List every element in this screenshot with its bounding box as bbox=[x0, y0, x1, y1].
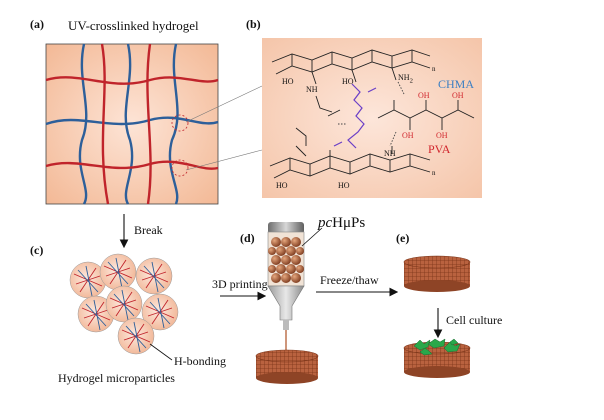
nozzle bbox=[267, 285, 305, 321]
oh-label-2: OH bbox=[452, 91, 464, 100]
nh-label-bottom: NH bbox=[384, 149, 396, 158]
microparticle bbox=[69, 261, 107, 299]
microparticle bbox=[77, 295, 115, 333]
panel-c-letter: (c) bbox=[30, 243, 44, 257]
chma-label: CHMA bbox=[438, 77, 475, 91]
panel-a-title: UV-crosslinked hydrogel bbox=[68, 18, 199, 33]
nozzle-tip bbox=[283, 320, 289, 330]
ho-label-top: HO bbox=[282, 77, 294, 86]
ho-label-top-2: HO bbox=[342, 77, 354, 86]
ho-label-bottom-2: HO bbox=[338, 181, 350, 190]
syringe-cap bbox=[268, 222, 304, 234]
panel-e-scaffold bbox=[403, 255, 471, 292]
molecular-structure-background bbox=[262, 38, 482, 198]
panel-a bbox=[45, 43, 263, 205]
cell-culture-label: Cell culture bbox=[446, 313, 503, 327]
panel-c-microparticles bbox=[69, 253, 179, 361]
nh-label-top: NH bbox=[306, 85, 318, 94]
oh-label-4: OH bbox=[436, 131, 448, 140]
chma-chain-bottom bbox=[269, 127, 431, 179]
microparticle bbox=[117, 317, 155, 355]
methacrylate-crosslink bbox=[333, 83, 377, 149]
hydrogel-beads bbox=[268, 237, 304, 283]
pva-label: PVA bbox=[428, 142, 451, 156]
printed-scaffold bbox=[255, 349, 319, 384]
panel-b-letter: (b) bbox=[246, 17, 261, 31]
freeze-thaw-label: Freeze/thaw bbox=[320, 273, 379, 287]
microparticle bbox=[105, 285, 143, 323]
microparticle bbox=[141, 293, 179, 331]
h-bonding-label: H-bonding bbox=[174, 354, 226, 368]
panel-e-letter: (e) bbox=[396, 231, 410, 245]
panel-b bbox=[262, 38, 482, 198]
panel-a-letter: (a) bbox=[30, 17, 44, 31]
crosslink-zoom-circle-1 bbox=[171, 114, 189, 132]
h-bonding-pointer bbox=[149, 343, 173, 361]
panel-c-caption: Hydrogel microparticles bbox=[58, 371, 175, 385]
oh-label-1: OH bbox=[418, 91, 430, 100]
phups-label: pcHμPs bbox=[318, 215, 366, 231]
red-polymer-chains bbox=[45, 43, 219, 205]
panel-e-scaffold-with-cells bbox=[403, 338, 471, 378]
pva-chain bbox=[377, 100, 475, 130]
hydrogen-bonds bbox=[338, 81, 405, 147]
zoom-line-top bbox=[185, 85, 263, 123]
chma-chain-top bbox=[271, 49, 431, 117]
panel-d-printer bbox=[255, 222, 319, 384]
zoom-line-bottom bbox=[185, 149, 263, 171]
ho-label-bottom: HO bbox=[276, 181, 288, 190]
cells bbox=[413, 338, 461, 356]
repeat-n-bottom: n bbox=[432, 169, 436, 177]
printing-label: 3D printing bbox=[212, 277, 268, 291]
microparticle bbox=[135, 257, 173, 295]
amine-label: NH2 bbox=[398, 73, 413, 85]
oh-label-3: OH bbox=[402, 131, 414, 140]
repeat-n-top: n bbox=[432, 65, 436, 73]
panel-d-letter: (d) bbox=[240, 231, 255, 245]
microparticle bbox=[99, 253, 137, 291]
break-label: Break bbox=[134, 223, 163, 237]
phups-pointer bbox=[301, 227, 323, 247]
crosslink-zoom-circle-2 bbox=[171, 159, 189, 177]
